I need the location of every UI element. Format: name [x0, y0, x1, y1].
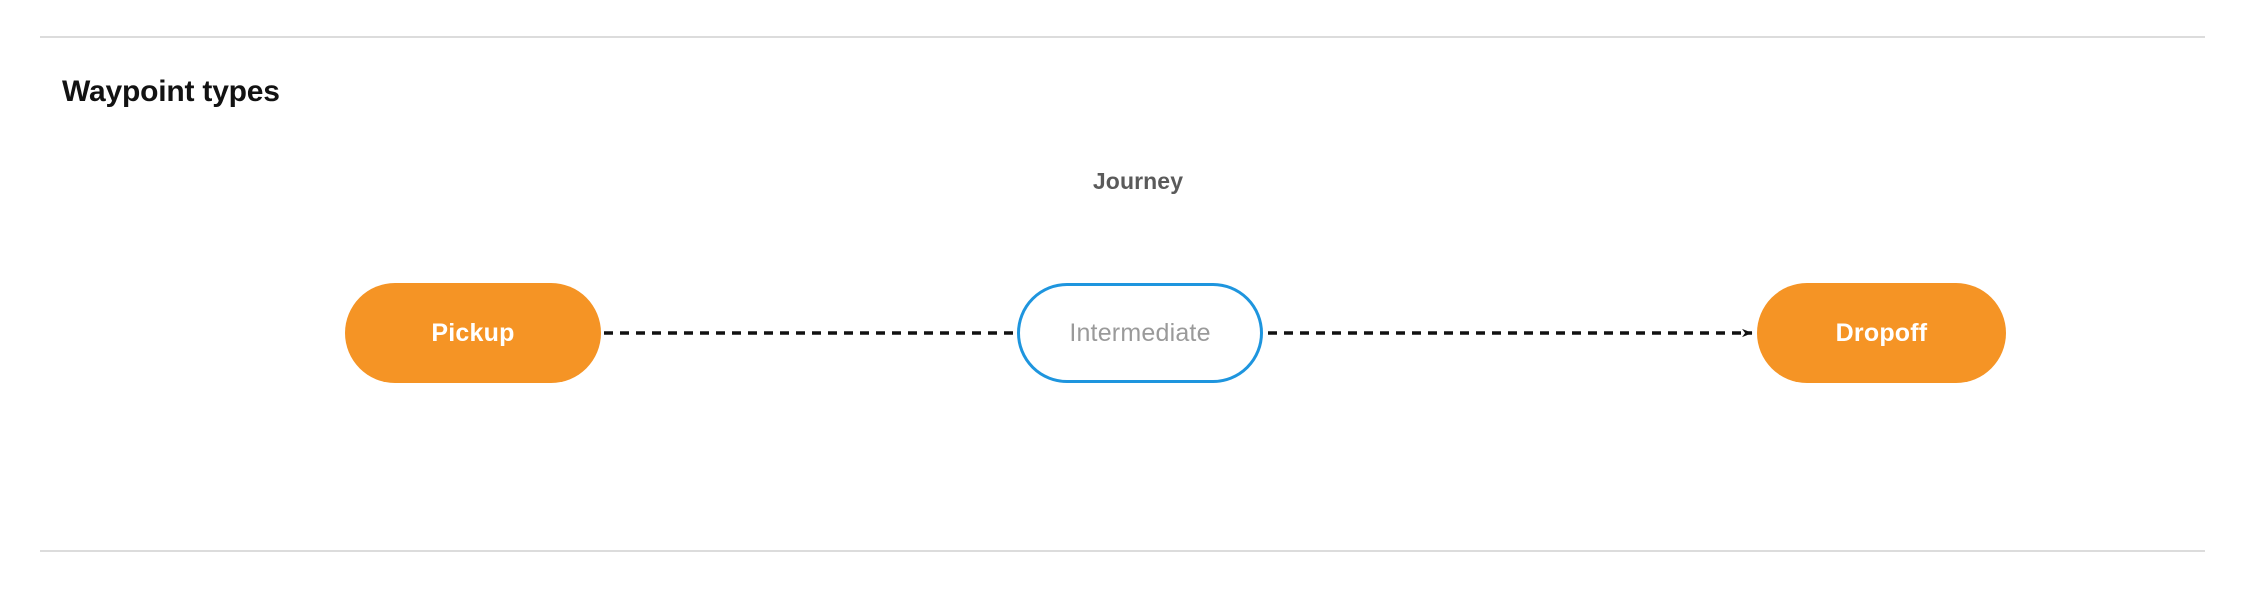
- waypoint-node-intermediate-label: Intermediate: [1069, 318, 1211, 347]
- page-title: Waypoint types: [62, 75, 280, 108]
- section-divider-top: [40, 36, 2205, 38]
- journey-group-label: Journey: [1092, 168, 1184, 194]
- waypoint-node-pickup-label: Pickup: [431, 318, 515, 347]
- section-divider-bottom: [40, 550, 2205, 552]
- waypoint-node-pickup[interactable]: Pickup: [345, 283, 601, 383]
- waypoint-node-dropoff[interactable]: Dropoff: [1757, 283, 2006, 383]
- waypoint-node-intermediate[interactable]: Intermediate: [1017, 283, 1263, 383]
- waypoint-node-dropoff-label: Dropoff: [1835, 318, 1928, 347]
